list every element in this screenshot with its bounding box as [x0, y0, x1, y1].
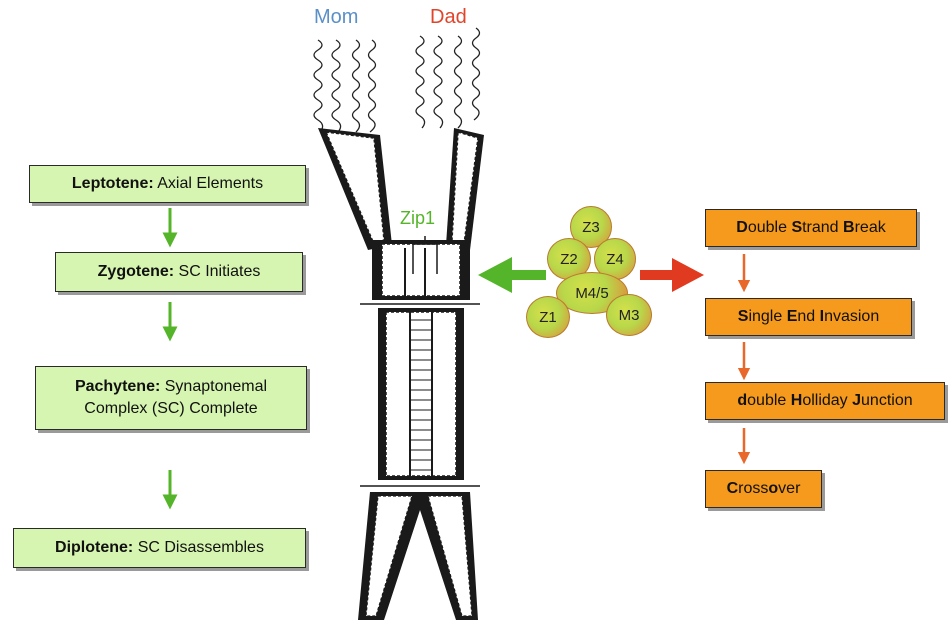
- step-initial: S: [791, 219, 802, 236]
- stage-desc: Synaptonemal: [160, 378, 267, 395]
- stage-leptotene: Leptotene: Axial Elements: [29, 165, 306, 203]
- step-single-end-invasion: Single End Invasion: [705, 298, 912, 336]
- step-label: Crossover: [727, 480, 801, 498]
- mom-dna-threads: [314, 40, 376, 132]
- step-text: ouble: [747, 392, 791, 409]
- stage-name: Pachytene:: [75, 378, 160, 395]
- stage-diplotene: Diplotene: SC Disassembles: [13, 528, 306, 568]
- stage-name: Zygotene:: [98, 263, 174, 280]
- step-initial: S: [738, 308, 749, 325]
- step-text: nvasion: [824, 308, 879, 325]
- step-text: ross: [738, 480, 768, 497]
- step-label: Double Strand Break: [736, 219, 885, 237]
- step-text: olliday: [802, 392, 852, 409]
- step-initial: D: [736, 219, 748, 236]
- step-initial: J: [852, 392, 861, 409]
- step-text: nd: [797, 308, 819, 325]
- step-initial: H: [791, 392, 803, 409]
- stage-desc-line2: Complex (SC) Complete: [84, 400, 257, 417]
- stage-desc: SC Initiates: [174, 263, 260, 280]
- step-text: unction: [861, 392, 913, 409]
- green-arrow-to-sc: [478, 257, 546, 293]
- step-initial: d: [737, 392, 747, 409]
- mom-label: Mom: [314, 6, 358, 29]
- red-arrow-to-recombination: [640, 258, 704, 292]
- step-text: trand: [802, 219, 843, 236]
- step-initial: B: [843, 219, 855, 236]
- stage-desc: SC Disassembles: [133, 539, 264, 556]
- step-double-strand-break: Double Strand Break: [705, 209, 917, 247]
- zip1-label: Zip1: [400, 208, 435, 229]
- stage-name: Diplotene:: [55, 539, 133, 556]
- step-text: ouble: [748, 219, 792, 236]
- stage-desc: Axial Elements: [154, 175, 263, 192]
- step-initial: o: [768, 480, 778, 497]
- stage-zygotene: Zygotene: SC Initiates: [55, 252, 303, 292]
- dad-label: Dad: [430, 6, 467, 29]
- protein-m3: M3: [606, 294, 652, 336]
- step-initial: E: [787, 308, 798, 325]
- step-crossover: Crossover: [705, 470, 822, 508]
- step-text: ver: [778, 480, 800, 497]
- step-label: Single End Invasion: [738, 308, 879, 326]
- step-double-holliday-junction: double Holliday Junction: [705, 382, 945, 420]
- chromosome-pair: [318, 128, 484, 620]
- step-text: ingle: [748, 308, 786, 325]
- dad-dna-threads: [416, 28, 480, 128]
- step-text: reak: [855, 219, 886, 236]
- protein-z1: Z1: [526, 296, 570, 338]
- stage-name: Leptotene:: [72, 175, 154, 192]
- step-initial: C: [727, 480, 739, 497]
- step-label: double Holliday Junction: [737, 392, 912, 410]
